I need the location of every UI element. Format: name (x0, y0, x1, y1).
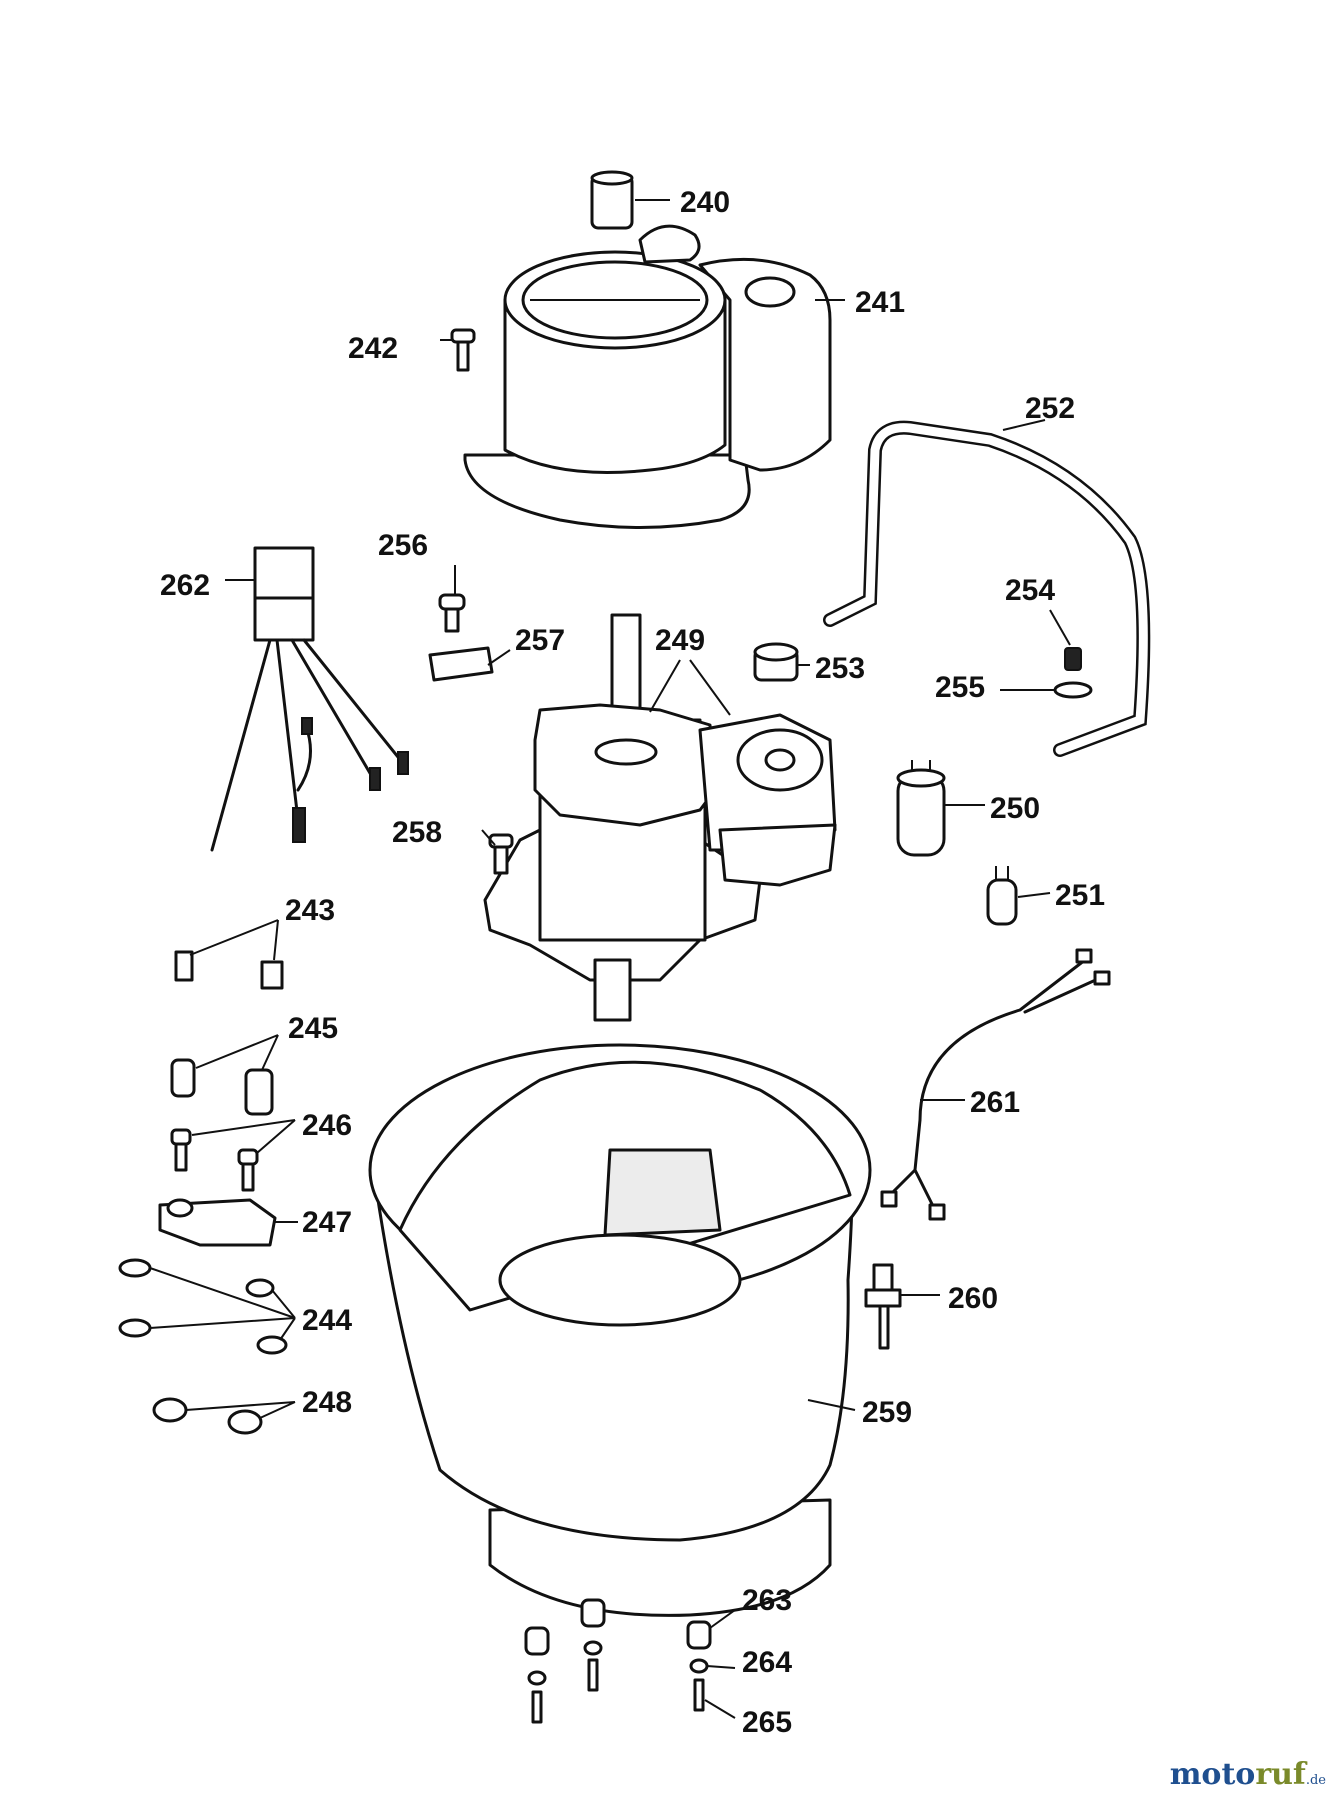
watermark-part2: ruf (1255, 1757, 1306, 1792)
part-254-screw (1064, 647, 1082, 671)
label-257: 257 (515, 624, 565, 657)
part-256-screw (438, 593, 466, 633)
label-247: 247 (302, 1206, 352, 1239)
label-254: 254 (1005, 574, 1055, 607)
part-263-feet (524, 1598, 712, 1656)
label-244: 244 (302, 1304, 352, 1337)
part-245-brush-holders (170, 1058, 274, 1116)
part-250-capacitor (896, 760, 946, 857)
part-257-plate (428, 646, 494, 682)
label-251: 251 (1055, 879, 1105, 912)
leader-lines (149, 199, 1071, 1719)
watermark-suffix: .de (1305, 1773, 1326, 1788)
label-240: 240 (680, 186, 730, 219)
part-249-motor (483, 613, 837, 1022)
label-243: 243 (285, 894, 335, 927)
label-264: 264 (742, 1646, 792, 1679)
part-265-screws (531, 1658, 705, 1724)
label-252: 252 (1025, 392, 1075, 425)
part-264-washers (527, 1640, 709, 1686)
watermark-part1: moto (1169, 1757, 1256, 1792)
label-241: 241 (855, 286, 905, 319)
part-241-motor-housing (463, 224, 832, 529)
label-248: 248 (302, 1386, 352, 1419)
part-253-ring (753, 642, 799, 682)
label-256: 256 (378, 529, 428, 562)
part-247-bracket (158, 1198, 277, 1247)
label-260: 260 (948, 1282, 998, 1315)
part-259-bowl (368, 1043, 872, 1617)
label-258: 258 (392, 816, 442, 849)
label-255: 255 (935, 671, 985, 704)
label-242: 242 (348, 332, 398, 365)
part-251-capacitor (986, 866, 1018, 926)
part-260-sensor (864, 1263, 902, 1350)
label-259: 259 (862, 1396, 912, 1429)
part-243-brushes (174, 950, 284, 990)
watermark-logo: motoruf.de (1170, 1757, 1326, 1792)
label-263: 263 (742, 1584, 792, 1617)
label-246: 246 (302, 1109, 352, 1142)
part-255-washer (1053, 681, 1093, 699)
part-252-tube (823, 420, 1151, 757)
part-248-bushings (152, 1397, 263, 1435)
label-262: 262 (160, 569, 210, 602)
label-249: 249 (655, 624, 705, 657)
part-244-clips (118, 1258, 288, 1355)
part-258-screw (488, 833, 514, 875)
part-240-bushing (590, 170, 634, 230)
label-245: 245 (288, 1012, 338, 1045)
label-250: 250 (990, 792, 1040, 825)
part-242-screw (450, 328, 476, 372)
label-265: 265 (742, 1706, 792, 1739)
label-261: 261 (970, 1086, 1020, 1119)
part-246-screws (170, 1128, 259, 1192)
part-261-cable (880, 948, 1111, 1221)
label-253: 253 (815, 652, 865, 685)
part-262-switch-box (210, 546, 409, 852)
